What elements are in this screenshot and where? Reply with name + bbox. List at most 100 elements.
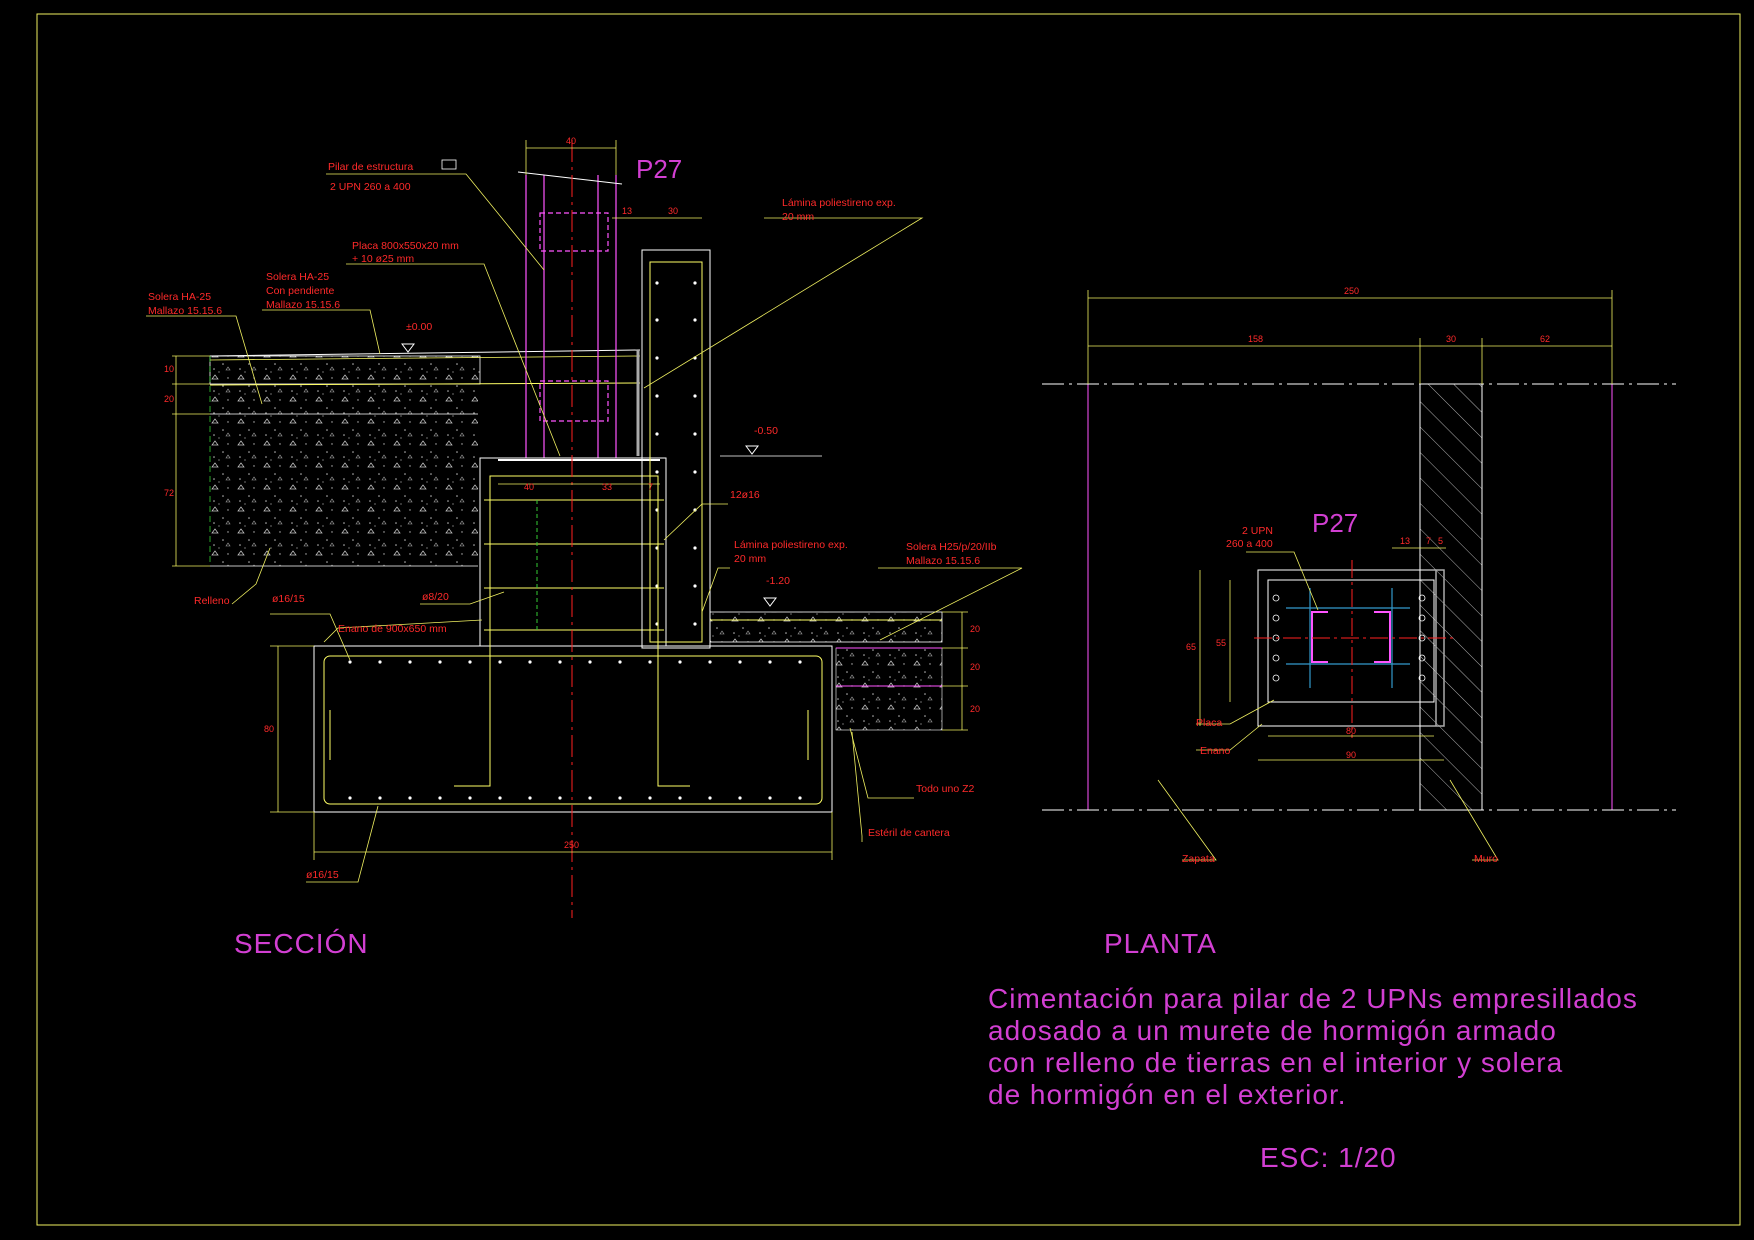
wall-cage — [649, 261, 703, 643]
plan-polystyrene — [1435, 569, 1445, 727]
section-view: P27 Pilar de estructura 2 UPN 260 a 400 … — [146, 136, 1023, 918]
footing-top-bars — [348, 660, 802, 664]
section-leaders — [146, 173, 1023, 883]
label-placa-2: + 10 ø25 mm — [352, 253, 414, 265]
pedestal-bar-hook-right — [657, 500, 690, 787]
batten-bottom — [539, 380, 609, 422]
pedestal-bar-hook-left — [454, 500, 491, 787]
label-stirrups: ø8/20 — [422, 591, 449, 603]
interior-slab — [209, 355, 481, 385]
dim-13: 13 — [622, 206, 632, 216]
plan-dim-30: 30 — [1446, 334, 1456, 344]
wall-section — [641, 249, 711, 649]
label-level-120: -1.20 — [766, 575, 790, 587]
section-title: SECCIÓN — [234, 928, 369, 959]
label-solera-l-2: Mallazo 15.15.6 — [148, 305, 222, 317]
label-esteril: Estéril de cantera — [868, 827, 950, 839]
label-mesh-bottom: ø16/15 — [306, 869, 339, 881]
label-relleno: Relleno — [194, 595, 230, 607]
label-solera-ha-1: Solera HA-25 — [266, 271, 329, 283]
plan-pedestal — [1257, 569, 1445, 727]
level-000-marker — [401, 343, 415, 353]
footing-bottom-bars — [348, 796, 802, 800]
pillar-break — [517, 171, 623, 185]
dim-80: 80 — [264, 724, 274, 734]
plan-dim-158: 158 — [1248, 334, 1263, 344]
description-line-3: con relleno de tierras en el interior y … — [988, 1047, 1563, 1078]
dim-33: 33 — [602, 482, 612, 492]
plan-dim-55: 55 — [1216, 638, 1226, 648]
pedestal-cage — [489, 475, 659, 647]
label-placa-1: Placa 800x550x20 mm — [352, 240, 459, 252]
plan-dim-62: 62 — [1540, 334, 1550, 344]
plan-leaders — [1157, 551, 1499, 861]
level-050-marker — [745, 445, 759, 455]
plan-plate — [1267, 579, 1435, 703]
dim-20-c: 20 — [970, 704, 980, 714]
label-level-050: -0.50 — [754, 425, 778, 437]
batten-top — [539, 212, 609, 252]
plan-dim-250: 250 — [1344, 286, 1359, 296]
dim-250: 250 — [564, 840, 579, 850]
dim-40-in: 40 — [524, 482, 534, 492]
dim-20-a: 20 — [970, 624, 980, 634]
interior-fill — [210, 380, 478, 566]
label-enano: Enano de 900x650 mm — [338, 623, 447, 635]
plan-dim-65: 65 — [1186, 642, 1196, 652]
footing — [313, 645, 833, 813]
dim-20-b: 20 — [970, 662, 980, 672]
plan-upn-left — [1311, 611, 1328, 663]
plan-upn-right — [1374, 611, 1391, 663]
plan-label-upn-2: 260 a 400 — [1226, 538, 1273, 550]
plan-pillar-tag: P27 — [1312, 508, 1358, 538]
plan-label-muro: Muro — [1474, 853, 1498, 865]
drawing-frame — [36, 13, 1741, 1226]
label-solera-ext-2: Mallazo 15.15.6 — [906, 555, 980, 567]
label-solera-l-1: Solera HA-25 — [148, 291, 211, 303]
plan-label-placa: Placa — [1196, 717, 1222, 729]
plan-wall-hatch — [1419, 383, 1483, 811]
section-dim-lines — [172, 140, 968, 860]
exterior-slab — [709, 611, 943, 643]
description-line-1: Cimentación para pilar de 2 UPNs empresi… — [988, 983, 1638, 1014]
plan-dim-90: 90 — [1346, 750, 1356, 760]
label-lamina-top-1: Lámina poliestireno exp. — [782, 197, 896, 209]
esteril-layer — [835, 685, 943, 731]
slab-mesh-2 — [209, 355, 641, 361]
plan-label-enano: Enano — [1200, 745, 1231, 757]
label-mesh-top: ø16/15 — [272, 593, 305, 605]
level-120-marker — [763, 597, 777, 607]
label-todo-uno: Todo uno Z2 — [916, 783, 975, 795]
plan-dim-7: 7 — [1426, 536, 1431, 546]
dim-30: 30 — [668, 206, 678, 216]
dim-10: 10 — [164, 364, 174, 374]
plan-view: P27 2 UPN 260 a 400 Placa Enano Zapata M… — [1042, 286, 1676, 865]
dim-40-top: 40 — [566, 136, 576, 146]
label-bars-12: 12ø16 — [730, 489, 760, 501]
todo-uno-layer — [835, 647, 943, 687]
label-pilar-box — [441, 159, 457, 170]
label-solera-ha-3: Mallazo 15.15.6 — [266, 299, 340, 311]
label-lamina-top-2: 20 mm — [782, 211, 814, 223]
label-pilar-2: 2 UPN 260 a 400 — [330, 181, 411, 193]
footing-cage — [323, 655, 823, 805]
slab-top — [209, 349, 641, 357]
dim-7: 7 — [648, 482, 653, 492]
plan-label-upn-1: 2 UPN — [1242, 525, 1273, 537]
plan-title: PLANTA — [1104, 928, 1217, 959]
plan-label-zapata: Zapata — [1182, 853, 1215, 865]
label-solera-ha-2: Con pendiente — [266, 285, 334, 297]
description-line-4: de hormigón en el exterior. — [988, 1079, 1347, 1110]
description-block: Cimentación para pilar de 2 UPNs empresi… — [988, 983, 1638, 1110]
label-solera-ext-1: Solera H25/p/20/IIb — [906, 541, 997, 553]
plan-dim-lines — [1087, 290, 1613, 761]
label-lamina-bot-1: Lámina poliestireno exp. — [734, 539, 848, 551]
pedestal — [479, 457, 667, 647]
wall-rebar-dots — [655, 281, 697, 626]
dim-72: 72 — [164, 488, 174, 498]
plan-dim-5: 5 — [1438, 536, 1443, 546]
dim-20: 20 — [164, 394, 174, 404]
label-level-000: ±0.00 — [406, 321, 432, 333]
pedestal-stirrups — [484, 499, 664, 631]
